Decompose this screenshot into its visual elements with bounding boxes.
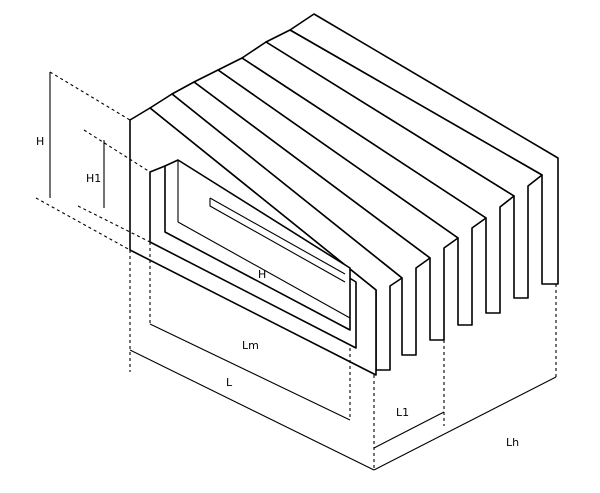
- label-l: L: [226, 376, 233, 389]
- dimension-labels: H H1 H Lm L L1 Lh: [36, 135, 519, 449]
- ext-h-top: [49, 71, 131, 121]
- front-frame-inner-slot: [209, 198, 346, 283]
- label-h-center: H: [258, 268, 266, 281]
- label-h: H: [36, 135, 44, 148]
- label-lm: Lm: [242, 339, 259, 352]
- dim-lh: [373, 376, 557, 471]
- label-h1: H1: [86, 172, 101, 185]
- dim-l1: [373, 411, 445, 449]
- front-frame: [129, 107, 377, 376]
- label-lh: Lh: [506, 436, 519, 449]
- front-frame-inner-recess: [164, 159, 351, 331]
- bellows-folds: [149, 13, 559, 371]
- front-frame-inner-bottom: [177, 221, 351, 319]
- dim-lm: [149, 323, 351, 421]
- ext-h-bottom: [35, 197, 131, 251]
- ext-h1-bottom: [77, 205, 151, 243]
- dim-l: [129, 349, 375, 471]
- label-l1: L1: [396, 406, 409, 419]
- dimension-lines: [35, 71, 557, 471]
- front-frame-inner-slot-top: [209, 197, 346, 275]
- ext-h1-top: [83, 129, 151, 173]
